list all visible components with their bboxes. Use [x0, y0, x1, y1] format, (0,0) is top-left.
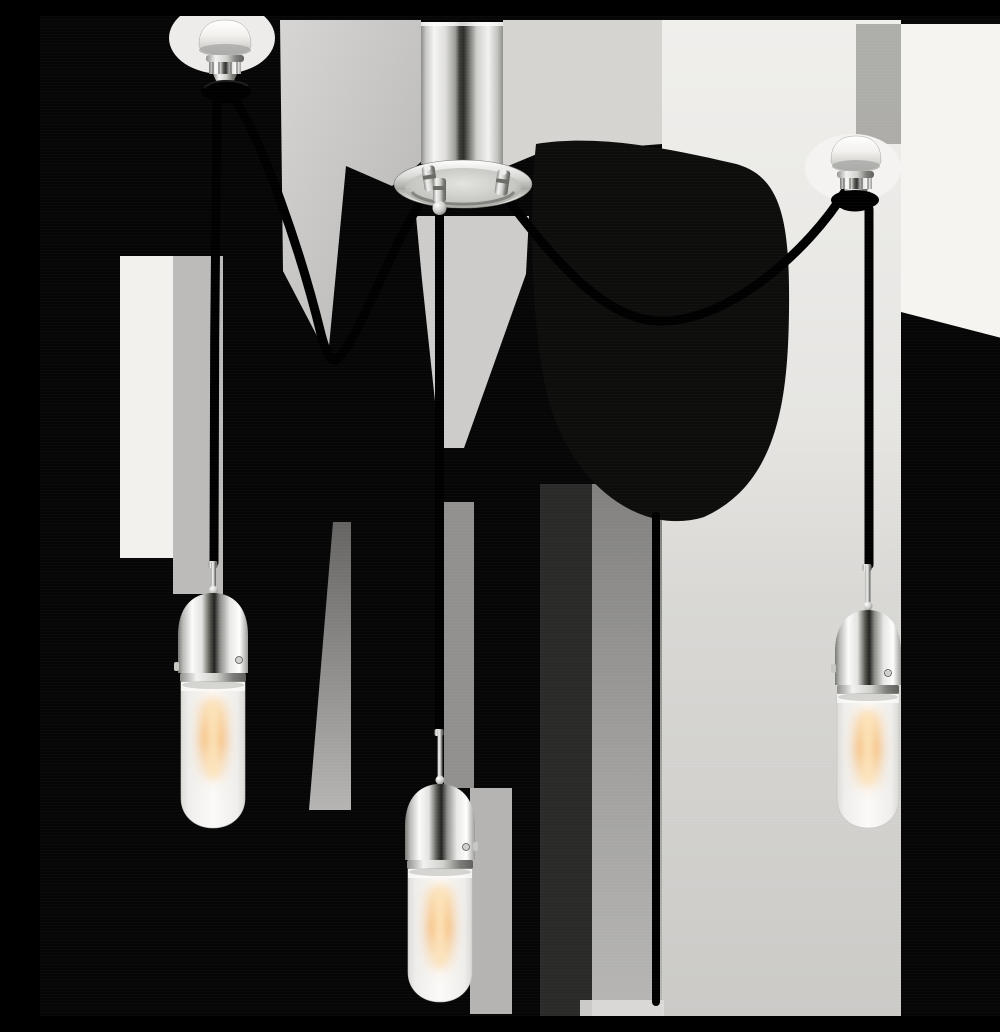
pendant-light-scene [40, 16, 1000, 1016]
product-image: Three-light swag pendant with polished n… [40, 16, 1000, 1016]
noise-overlay [40, 16, 1000, 1016]
